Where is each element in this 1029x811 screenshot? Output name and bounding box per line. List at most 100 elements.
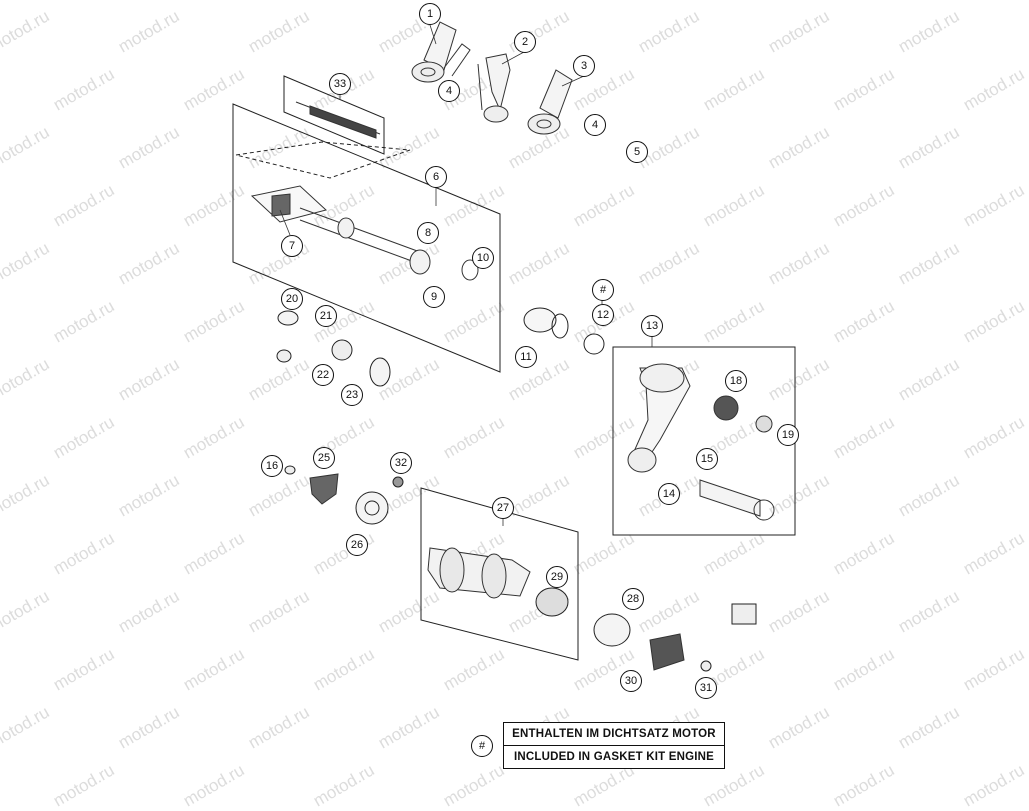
callout-32: 32 (390, 452, 412, 474)
callout-20-label: 20 (285, 293, 299, 305)
callout-21-label: 21 (319, 310, 333, 322)
callout-8: 8 (417, 222, 439, 244)
callout-13-label: 13 (645, 320, 659, 332)
kickstarter-shaft (699, 479, 775, 521)
callout-1: 1 (419, 3, 441, 25)
callout-4a: 4 (438, 80, 460, 102)
parts-drawing (232, 21, 796, 672)
callout-10-label: 10 (476, 252, 490, 264)
callout-27: 27 (492, 497, 514, 519)
part-11b (551, 313, 569, 339)
shift-shaft-group-frame (232, 103, 501, 373)
callout-19: 19 (777, 424, 799, 446)
callout-22-label: 22 (316, 369, 330, 381)
legend-box: ENTHALTEN IM DICHTSATZ MOTOR INCLUDED IN… (503, 722, 725, 769)
legend-line-de: ENTHALTEN IM DICHTSATZ MOTOR (512, 728, 716, 740)
callout-19-label: 19 (781, 429, 795, 441)
callout-12-label: 12 (596, 309, 610, 321)
shift-fork-3 (527, 69, 573, 135)
part-12 (583, 333, 605, 355)
part-23 (369, 357, 391, 387)
callout-11: 11 (515, 346, 537, 368)
callout-3-label: 3 (580, 60, 588, 72)
callout-7-label: 7 (288, 240, 296, 252)
kickstarter-lever (627, 363, 691, 473)
legend-symbol: # (471, 735, 493, 757)
callout-23-label: 23 (345, 389, 359, 401)
callout-9-label: 9 (430, 291, 438, 303)
part-31 (700, 660, 712, 672)
callout-3: 3 (573, 55, 595, 77)
callout-16-label: 16 (265, 460, 279, 472)
callout-4b-label: 4 (591, 119, 599, 131)
callout-11-label: 11 (520, 351, 532, 363)
callout-6: 6 (425, 166, 447, 188)
callout-27-label: 27 (496, 502, 510, 514)
callout-31-label: 31 (699, 682, 713, 694)
callout-9: 9 (423, 286, 445, 308)
callout-6-label: 6 (432, 171, 440, 183)
shift-drum (427, 547, 531, 599)
shift-drum-group-frame (420, 487, 579, 661)
part-22 (276, 349, 292, 363)
part-7-dashed-frame (235, 141, 411, 179)
callout-20: 20 (281, 288, 303, 310)
callout-7: 7 (281, 235, 303, 257)
callout-hash: # (592, 279, 614, 301)
callout-32-label: 32 (394, 457, 408, 469)
part-26-inner (364, 500, 380, 516)
shift-fork-2 (477, 53, 511, 123)
callout-16: 16 (261, 455, 283, 477)
callout-29: 29 (546, 566, 568, 588)
callout-26: 26 (346, 534, 368, 556)
callout-29-label: 29 (550, 571, 564, 583)
callout-hash-label: # (599, 284, 607, 296)
legend-line-en: INCLUDED IN GASKET KIT ENGINE (504, 745, 724, 768)
callout-1-label: 1 (426, 8, 434, 20)
part-26 (355, 491, 389, 525)
callout-25-label: 25 (317, 452, 331, 464)
callout-23: 23 (341, 384, 363, 406)
callout-28-label: 28 (626, 593, 640, 605)
part-11 (523, 307, 557, 333)
callout-10: 10 (472, 247, 494, 269)
callout-14-label: 14 (662, 488, 676, 500)
callout-33: 33 (329, 73, 351, 95)
callout-4a-label: 4 (445, 85, 453, 97)
callout-5: 5 (626, 141, 648, 163)
callout-31: 31 (695, 677, 717, 699)
callout-18-label: 18 (729, 375, 743, 387)
part-28 (593, 613, 631, 647)
part-21 (331, 339, 353, 361)
callout-30: 30 (620, 670, 642, 692)
part-30 (649, 633, 685, 671)
part-29 (535, 587, 569, 617)
callout-28: 28 (622, 588, 644, 610)
kickstarter-spring (713, 395, 773, 433)
callout-2-label: 2 (521, 36, 529, 48)
callout-2: 2 (514, 31, 536, 53)
callout-4b: 4 (584, 114, 606, 136)
sensor-connector (731, 603, 757, 625)
part-33-frame (283, 75, 385, 155)
part-20 (277, 310, 299, 326)
shift-fork-1 (411, 21, 471, 83)
part-16 (284, 465, 296, 475)
callout-5-label: 5 (633, 146, 641, 158)
part-25 (309, 473, 339, 505)
callout-12: 12 (592, 304, 614, 326)
callout-15-label: 15 (700, 453, 714, 465)
callout-30-label: 30 (624, 675, 638, 687)
callout-33-label: 33 (333, 78, 347, 90)
callout-8-label: 8 (424, 227, 432, 239)
shift-shaft (250, 185, 479, 281)
callout-22: 22 (312, 364, 334, 386)
callout-21: 21 (315, 305, 337, 327)
callout-15: 15 (696, 448, 718, 470)
part-33-strip (295, 101, 381, 139)
callout-18: 18 (725, 370, 747, 392)
callout-13: 13 (641, 315, 663, 337)
callout-26-label: 26 (350, 539, 364, 551)
callout-25: 25 (313, 447, 335, 469)
